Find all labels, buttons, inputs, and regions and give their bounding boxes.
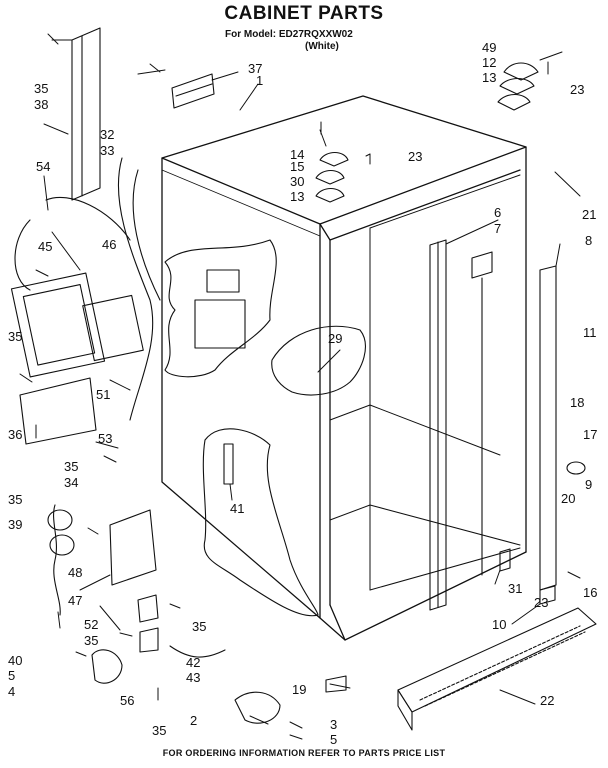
callout-35e: 35 [192,619,207,634]
callout-36: 36 [8,427,23,442]
callout-39: 39 [8,517,23,532]
callout-12: 12 [482,55,497,70]
model-number: For Model: ED27RQXXW02 [225,29,353,40]
callout-49: 49 [482,40,497,55]
callout-9: 9 [585,477,593,492]
cutaway-views [165,240,365,616]
callout-41: 41 [230,501,245,516]
cabinet-shell [162,96,526,640]
callout-54: 54 [36,159,51,174]
callout-22: 22 [540,693,555,708]
callout-2: 2 [190,713,198,728]
callout-42: 42 [186,655,201,670]
model-variant: (White) [305,41,339,52]
callout-23b: 23 [408,149,423,164]
callout-32: 32 [100,127,115,142]
callout-35d: 35 [8,492,23,507]
callout-7: 7 [494,221,502,236]
callout-45: 45 [38,239,53,254]
callout-53: 53 [98,431,113,446]
callout-4: 4 [8,684,16,699]
callout-3: 3 [330,717,338,732]
callout-1: 1 [256,73,264,88]
callout-40: 40 [8,653,23,668]
callout-37: 37 [248,61,263,76]
callout-35: 35 [34,81,49,96]
callout-31: 31 [508,581,523,596]
callout-23: 23 [570,82,585,97]
ordering-note: FOR ORDERING INFORMATION REFER TO PARTS … [162,748,446,758]
callout-6: 6 [494,205,502,220]
callout-46: 46 [102,237,117,252]
callout-10: 10 [492,617,507,632]
callout-20: 20 [561,491,576,506]
callout-11: 11 [583,325,597,340]
callout-19: 19 [292,682,307,697]
callout-52: 52 [84,617,99,632]
screws [20,34,580,739]
callout-38: 38 [34,97,49,112]
callout-29: 29 [328,331,343,346]
callout-47: 47 [68,593,83,608]
callout-33: 33 [100,143,115,158]
left-side-parts [11,28,280,723]
right-side-parts [316,63,596,730]
callout-5b: 5 [330,732,338,747]
callout-5: 5 [8,668,16,683]
callout-30: 30 [290,174,305,189]
callout-14: 14 [290,147,305,162]
callout-18: 18 [570,395,585,410]
callout-21: 21 [582,207,597,222]
callout-17: 17 [583,427,598,442]
callout-35c: 35 [64,459,79,474]
callout-51: 51 [96,387,111,402]
callout-15: 15 [290,159,305,174]
callout-16: 16 [583,585,598,600]
callout-8: 8 [585,233,593,248]
callout-56: 56 [120,693,135,708]
callout-13: 13 [482,70,497,85]
page-title: CABINET PARTS [224,3,384,24]
callout-23c: 23 [534,595,549,610]
callout-48: 48 [68,565,83,580]
callout-43: 43 [186,670,201,685]
callout-35f: 35 [84,633,99,648]
callout-34: 34 [64,475,79,490]
callout-13b: 13 [290,189,305,204]
callout-35b: 35 [8,329,23,344]
callout-35g: 35 [152,723,167,738]
